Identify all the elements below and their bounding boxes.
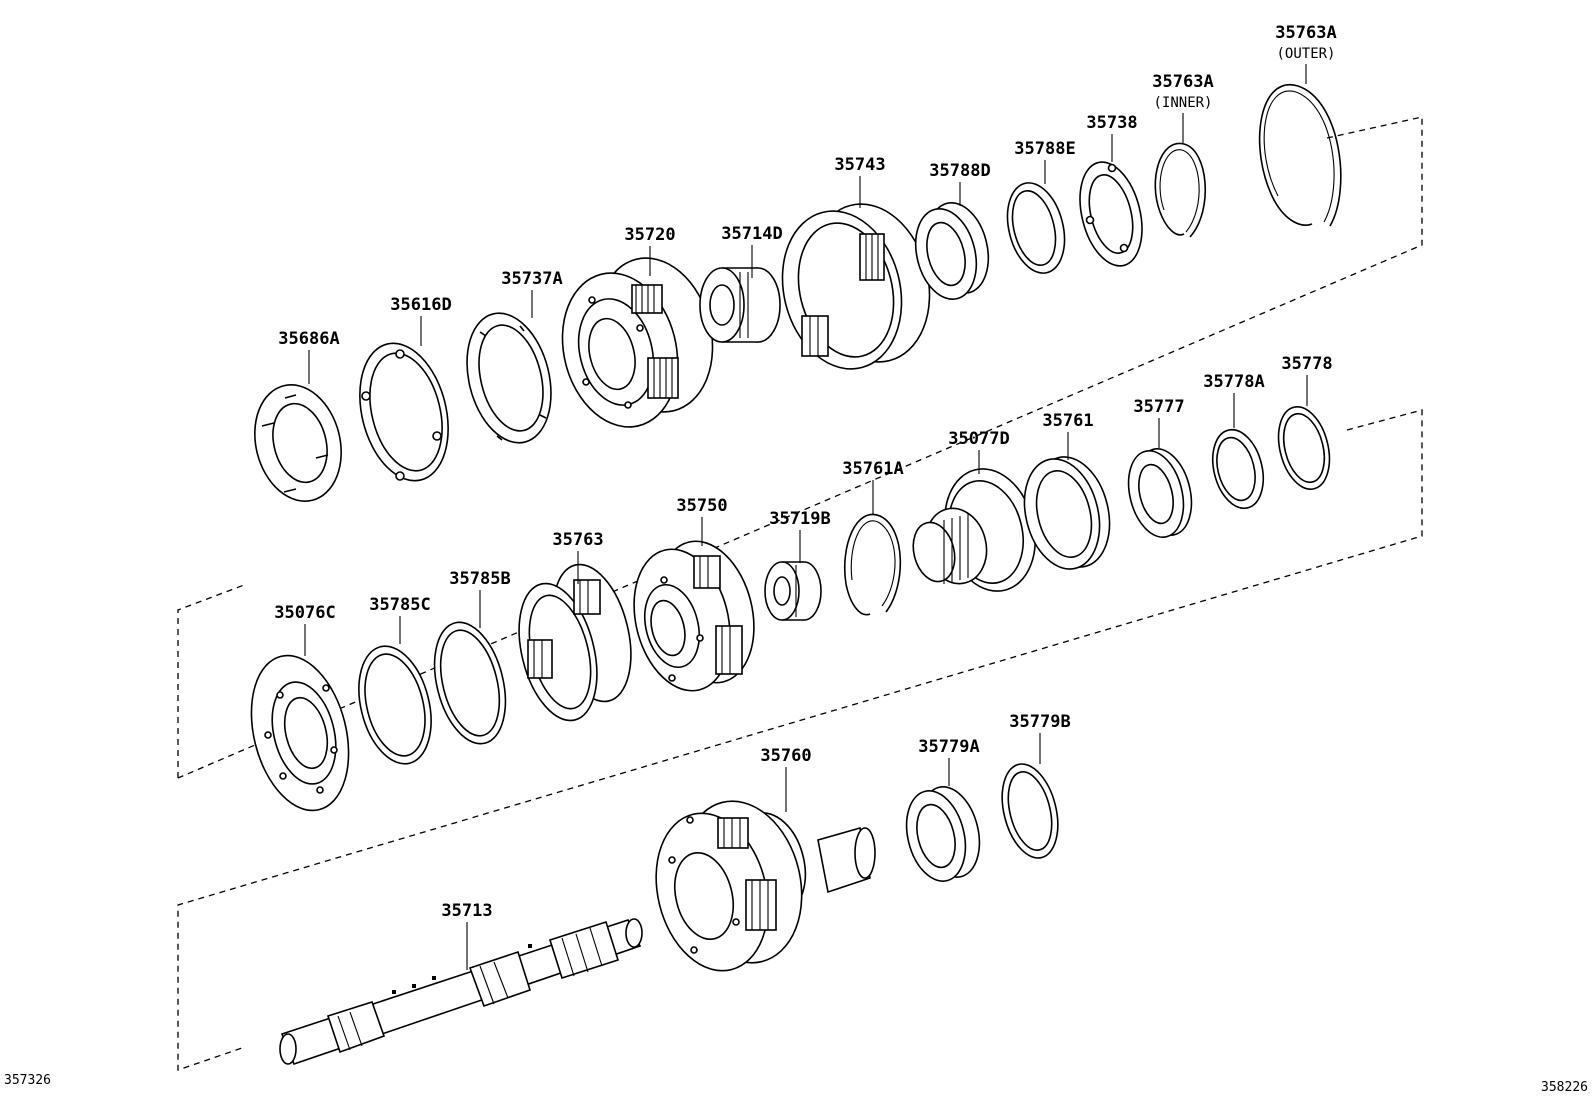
- label-35777: 35777: [1133, 397, 1184, 417]
- label-35763: 35763: [552, 530, 603, 550]
- label-35761: 35761: [1042, 411, 1093, 431]
- part-35713-shaft: [279, 918, 643, 1066]
- label-35778A: 35778A: [1203, 372, 1264, 392]
- label-35760: 35760: [760, 746, 811, 766]
- part-35778A-bearing: [1211, 428, 1265, 510]
- part-35750-planetary-carrier: [633, 540, 755, 692]
- label-35077D: 35077D: [948, 429, 1009, 449]
- part-35076C-plate: [250, 654, 350, 812]
- part-35788E-bearing: [1006, 182, 1066, 274]
- label-35076C: 35076C: [274, 603, 335, 623]
- label-35788D: 35788D: [929, 161, 990, 181]
- part-35761-ring-gear: [1023, 456, 1111, 570]
- part-35760-carrier-assembly: [655, 800, 876, 972]
- part-35788D-bearing: [914, 202, 990, 300]
- part-35778-race: [1277, 406, 1331, 490]
- note-outer: (OUTER): [1276, 46, 1335, 62]
- label-35738: 35738: [1086, 113, 1137, 133]
- note-inner: (INNER): [1153, 95, 1212, 111]
- part-35761A-snap-ring-inner-edge: [850, 520, 896, 607]
- part-35714D-sun-gear: [699, 267, 781, 343]
- label-35788E: 35788E: [1014, 139, 1075, 159]
- part-35763A-outer-snap-ring: [1258, 83, 1342, 227]
- label-35763A-outer: 35763A: [1275, 23, 1336, 43]
- part-35763A-outer-snap-ring-inner-edge: [1263, 90, 1335, 223]
- label-35785B: 35785B: [449, 569, 510, 589]
- label-35785C: 35785C: [369, 595, 430, 615]
- part-35720-planetary-carrier: [561, 257, 714, 428]
- label-35616D: 35616D: [390, 295, 451, 315]
- label-35761A: 35761A: [842, 459, 903, 479]
- label-35763A-inner: 35763A: [1152, 72, 1213, 92]
- part-35777-bearing: [1127, 448, 1193, 538]
- leader-lines: [304, 64, 1308, 970]
- part-35738-thrust-washer: [1079, 161, 1143, 267]
- part-35785B-ring: [433, 621, 507, 745]
- label-35719B: 35719B: [769, 509, 830, 529]
- part-number-labels: 35763A (OUTER) 35763A (INNER) 35738 3578…: [274, 23, 1336, 921]
- part-35779B-race: [1001, 763, 1059, 859]
- label-35720: 35720: [624, 225, 675, 245]
- part-35763-clutch-hub: [518, 563, 632, 722]
- corner-code-right: 358226: [1541, 1080, 1588, 1095]
- part-35719B-sun-gear: [764, 561, 822, 621]
- corner-code-left: 357326: [4, 1073, 51, 1088]
- label-35743: 35743: [834, 155, 885, 175]
- label-35779B: 35779B: [1009, 712, 1070, 732]
- part-35686A-thrust-washer: [254, 384, 342, 502]
- label-35750: 35750: [676, 496, 727, 516]
- part-35616D-ring: [359, 342, 449, 482]
- label-35737A: 35737A: [501, 269, 562, 289]
- label-35779A: 35779A: [918, 737, 979, 757]
- group-boundary-lines: [177, 116, 1423, 1071]
- part-35779A-bearing: [905, 786, 981, 882]
- label-35778: 35778: [1281, 354, 1332, 374]
- part-35763A-inner-snap-ring: [1154, 142, 1207, 238]
- part-35763A-inner-snap-ring-inner-edge: [1159, 149, 1200, 233]
- part-35737A-race: [466, 312, 552, 444]
- part-35743-ring-gear: [781, 203, 931, 370]
- label-35714D: 35714D: [721, 224, 782, 244]
- label-35713: 35713: [441, 901, 492, 921]
- label-35686A: 35686A: [278, 329, 339, 349]
- part-35761A-snap-ring: [844, 513, 902, 616]
- part-35785C-ring: [358, 645, 432, 765]
- part-35077D-drum: [912, 468, 1037, 592]
